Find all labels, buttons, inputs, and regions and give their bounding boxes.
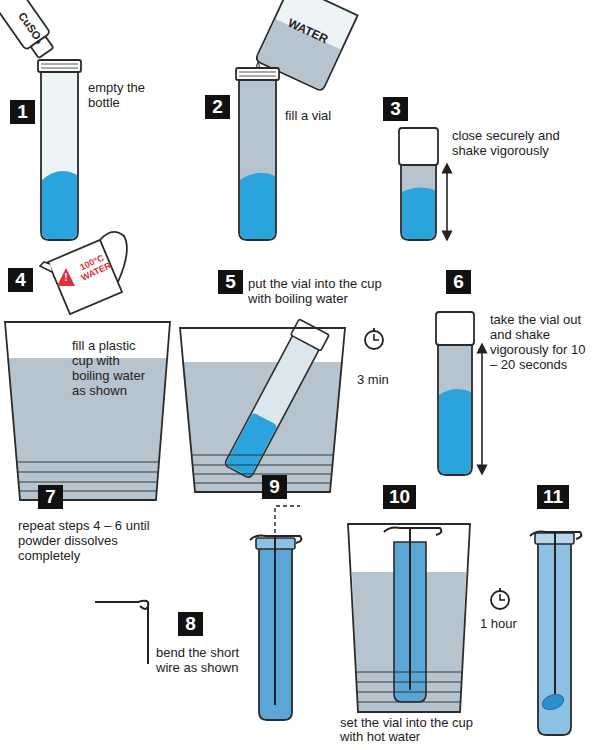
shake-arrow xyxy=(446,168,448,236)
vial xyxy=(38,60,81,240)
step-number: 6 xyxy=(451,271,466,293)
step-text: empty the bottle xyxy=(88,80,148,110)
step-number: 5 xyxy=(223,271,238,293)
timer-icon xyxy=(500,594,505,600)
kettle xyxy=(48,240,122,314)
kettle xyxy=(57,268,75,286)
reagent-bottle xyxy=(0,0,58,62)
vial xyxy=(41,72,78,240)
vial xyxy=(41,64,78,68)
step-number-box: 2 xyxy=(205,95,230,119)
vial xyxy=(38,60,81,72)
closed-vial xyxy=(399,128,438,240)
wire xyxy=(95,601,148,664)
plastic-cup xyxy=(5,322,170,500)
kettle xyxy=(40,232,127,314)
step-text: take the vial out and shake vigorously f… xyxy=(490,312,596,372)
step-number: 4 xyxy=(13,269,28,291)
timer-icon xyxy=(374,334,379,340)
plastic-cup xyxy=(5,322,170,500)
plastic-cup xyxy=(222,319,329,480)
vial xyxy=(240,173,275,239)
step-number: 9 xyxy=(267,476,282,498)
closed-vial xyxy=(402,187,435,239)
plastic-cup xyxy=(224,332,321,479)
vial xyxy=(236,68,279,240)
time-label: 3 min xyxy=(357,372,402,387)
plastic-cup xyxy=(225,412,277,477)
warning-mark: ! xyxy=(62,272,70,284)
step-text: set the vial into the cup with hot water xyxy=(340,716,498,744)
step-text: close securely and shake vigorously xyxy=(452,128,577,158)
step-number-box: 1 xyxy=(10,100,35,124)
timer-icon xyxy=(373,328,375,331)
step-number: 10 xyxy=(388,486,411,508)
step-number: 3 xyxy=(388,98,403,120)
vial xyxy=(239,80,276,240)
plastic-cup xyxy=(180,319,345,492)
closed-vial xyxy=(439,389,471,474)
plastic-cup xyxy=(291,319,329,351)
step-number-box: 7 xyxy=(38,485,63,509)
vial xyxy=(236,68,279,80)
plastic-cup xyxy=(180,328,345,492)
reagent-bottle xyxy=(0,0,50,50)
closed-vial xyxy=(401,165,436,240)
step-number-box: 11 xyxy=(537,485,569,509)
step-number-box: 10 xyxy=(383,485,416,509)
timer-icon xyxy=(491,591,509,609)
shake-arrow xyxy=(481,348,483,470)
timer-icon xyxy=(365,331,383,349)
step-number-box: 6 xyxy=(446,270,471,294)
step-number-box: 3 xyxy=(383,97,408,121)
closed-vial xyxy=(399,128,438,165)
timer-icon xyxy=(499,588,501,591)
step-text: repeat steps 4 – 6 until powder dissolve… xyxy=(18,518,168,563)
closed-vial xyxy=(436,312,474,345)
step-number-box: 4 xyxy=(8,268,33,292)
step-number: 11 xyxy=(542,486,564,508)
vial xyxy=(239,72,276,76)
vial xyxy=(42,171,77,239)
crystal xyxy=(540,692,565,713)
plastic-cup xyxy=(348,524,470,712)
step-text: bend the short wire as shown xyxy=(156,645,251,675)
step-text: fill a vial xyxy=(285,108,365,123)
timer-icon xyxy=(491,588,509,609)
plastic-cup xyxy=(182,362,343,492)
wire xyxy=(250,536,301,706)
step-number-box: 5 xyxy=(218,270,243,294)
wire xyxy=(530,532,581,695)
kettle xyxy=(40,262,52,272)
step-number: 7 xyxy=(43,486,58,508)
step-number-box: 8 xyxy=(178,612,203,636)
step-text: put the vial into the cup with boiling w… xyxy=(248,276,398,306)
time-label: 1 hour xyxy=(480,616,530,631)
step-number: 2 xyxy=(210,96,225,118)
closed-vial xyxy=(436,312,474,475)
step-number-box: 9 xyxy=(262,475,287,499)
step-number: 1 xyxy=(15,101,30,123)
timer-icon xyxy=(365,328,383,349)
closed-vial xyxy=(438,345,472,475)
wire-old-position xyxy=(275,506,300,540)
plastic-cup xyxy=(348,524,470,712)
step-text: fill a plastic cup with boiling water as… xyxy=(72,338,152,398)
step-number: 8 xyxy=(183,613,198,635)
plastic-cup xyxy=(384,528,441,691)
